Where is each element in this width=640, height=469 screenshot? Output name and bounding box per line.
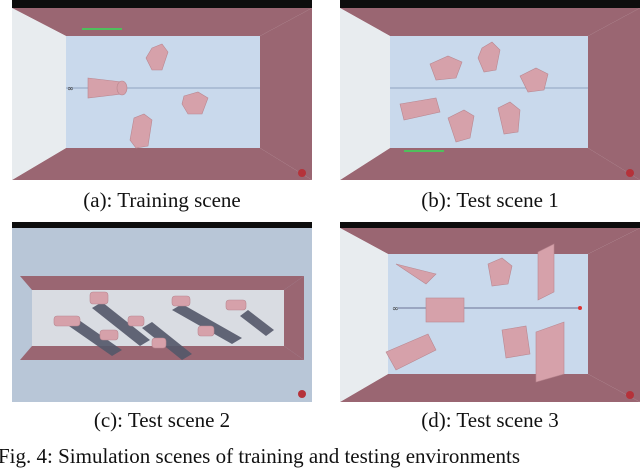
panel-training-scene: ∞ xyxy=(12,0,312,180)
scene-a-render: ∞ xyxy=(12,0,312,180)
panel-test-scene-2 xyxy=(12,222,312,402)
wall-bottom xyxy=(12,148,312,180)
panel-test-scene-1 xyxy=(340,0,640,180)
svg-text:∞: ∞ xyxy=(67,84,74,93)
figure-caption-fragment: Fig. 4: Simulation scenes of training an… xyxy=(0,444,521,468)
scene-b-render xyxy=(340,0,640,180)
caption-test-scene-2: (c): Test scene 2 xyxy=(93,408,231,432)
scene-d-render: ∞ xyxy=(340,222,640,402)
wall-left xyxy=(12,8,66,180)
scene-c-render xyxy=(12,222,312,402)
svg-text:∞: ∞ xyxy=(392,304,399,313)
wall-right xyxy=(260,8,312,180)
caption-test-scene-1: (b): Test scene 1 xyxy=(421,188,559,212)
caption-training-scene: (a): Training scene xyxy=(83,188,241,212)
caption-test-scene-3: (d): Test scene 3 xyxy=(421,408,559,432)
panel-test-scene-3: ∞ xyxy=(340,222,640,402)
